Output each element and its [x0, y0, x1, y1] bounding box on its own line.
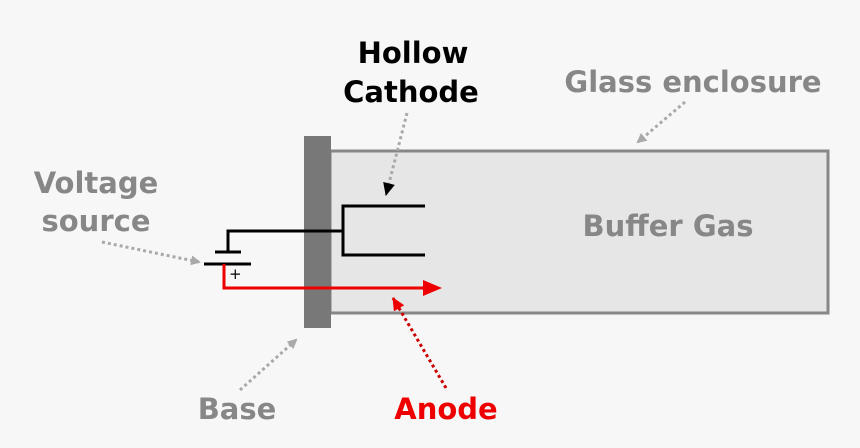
voltage-source-label-line1: Voltage	[34, 166, 159, 200]
anode-label: Anode	[394, 392, 497, 426]
voltage-source-pointer	[101, 240, 201, 266]
base-label: Base	[198, 392, 277, 426]
anode-arrowhead-icon	[423, 280, 442, 296]
battery-plus-sign: +	[229, 265, 242, 283]
anode-wire	[222, 264, 428, 290]
buffer-gas-label: Buffer Gas	[583, 209, 754, 243]
hollow-cathode-pointer	[383, 112, 409, 196]
glass-enclosure-pointer	[636, 100, 686, 144]
cathode-wire	[226, 229, 343, 252]
glass-enclosure-label: Glass enclosure	[564, 65, 821, 99]
voltage-source-label-line2: source	[42, 204, 151, 238]
base-pointer	[239, 338, 298, 392]
hollow-cathode-label-line1: Hollow	[358, 36, 469, 70]
hollow-cathode-label-line2: Cathode	[343, 75, 479, 109]
glass-enclosure	[328, 149, 830, 315]
